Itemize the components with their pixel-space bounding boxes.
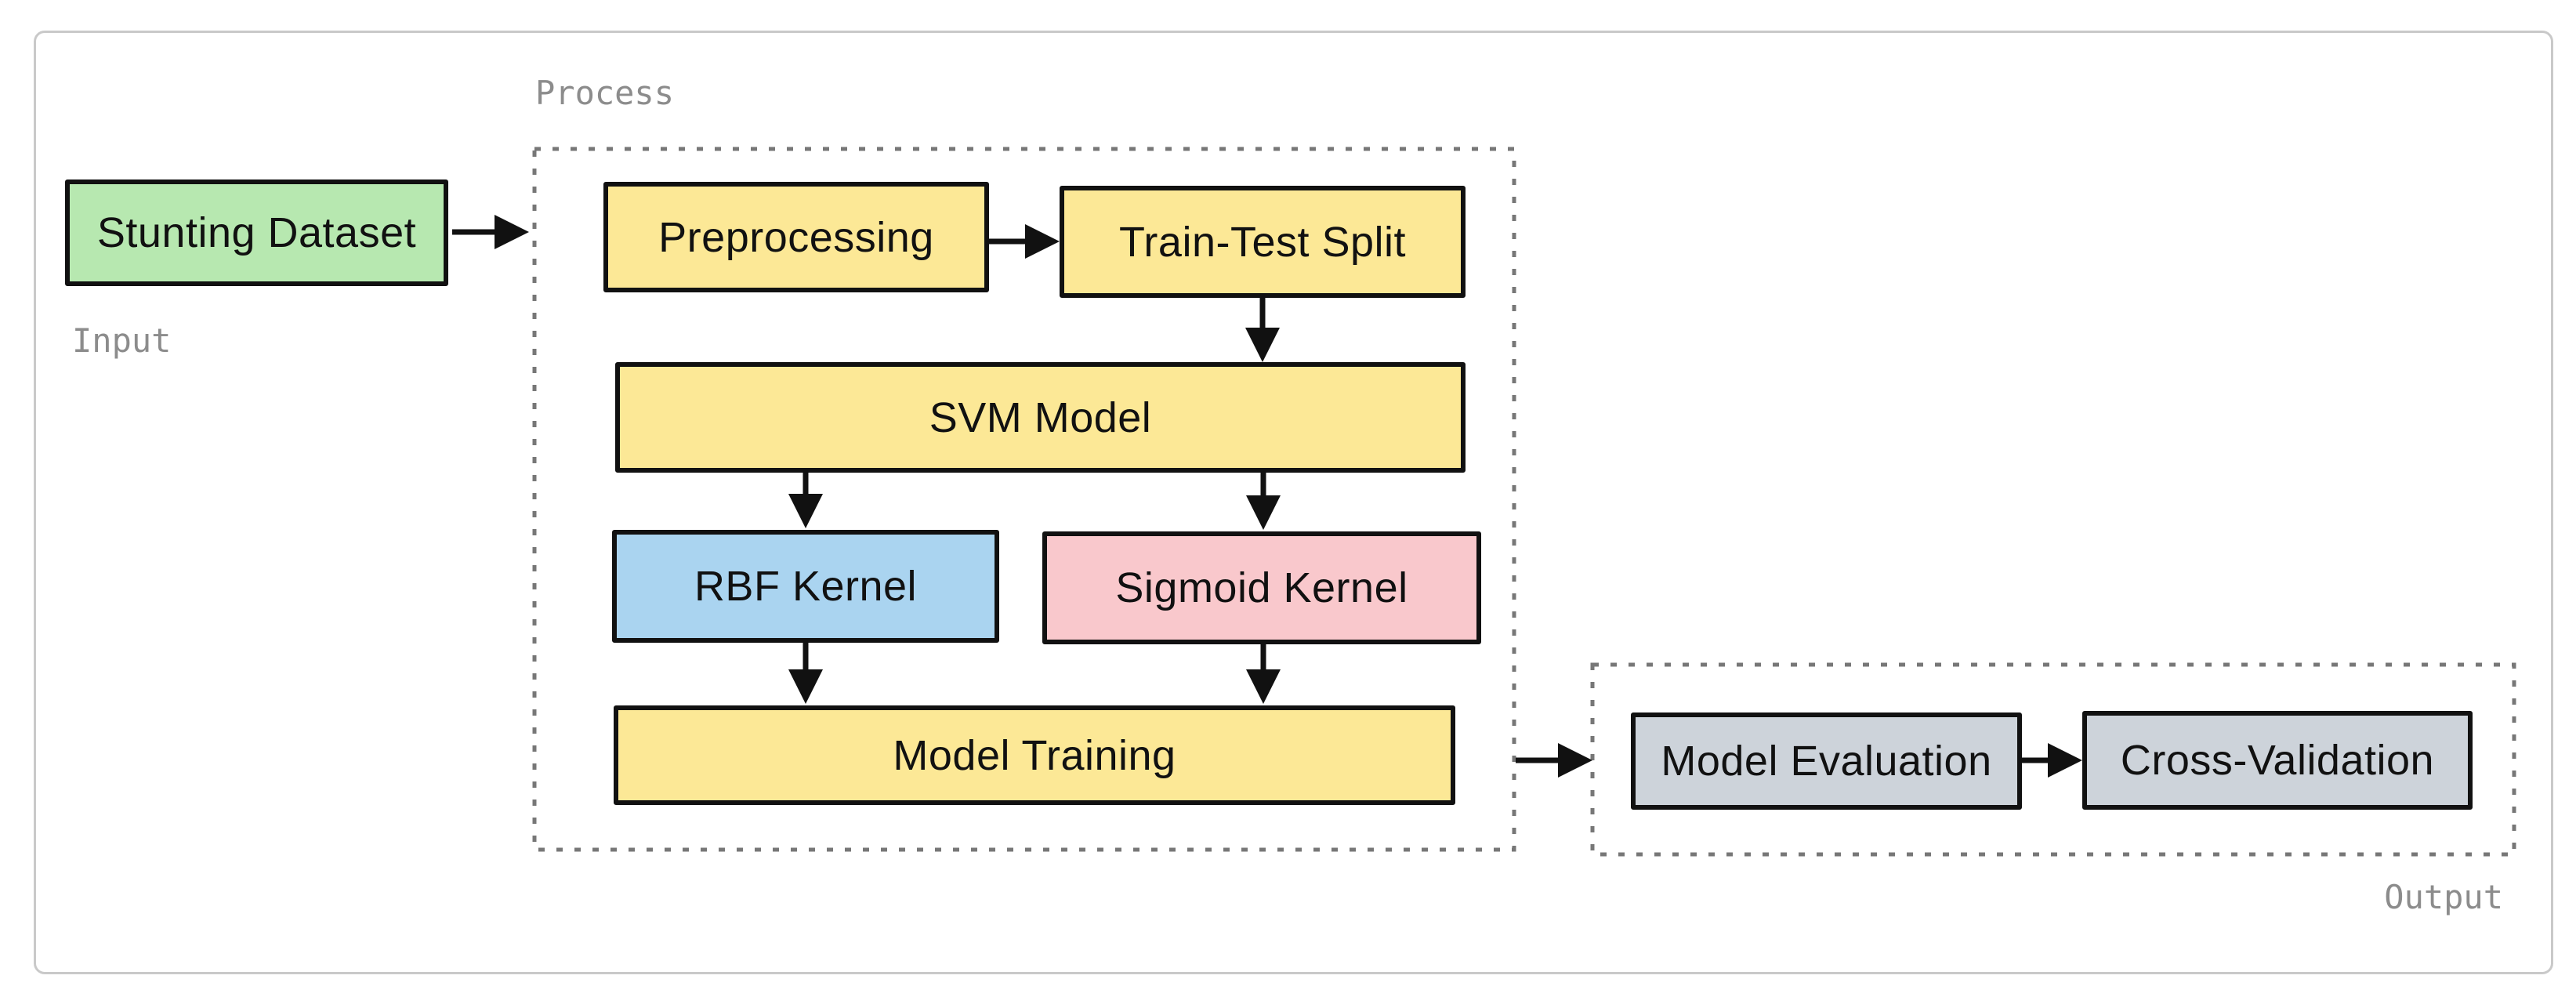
node-train-test-split-label: Train-Test Split	[1118, 218, 1407, 266]
arrow-stunting-to-process	[452, 215, 529, 249]
node-model-evaluation: Model Evaluation	[1631, 712, 2022, 810]
input-group-label: Input	[72, 321, 172, 360]
node-sigmoid-kernel: Sigmoid Kernel	[1042, 531, 1481, 644]
node-sigmoid-kernel-label: Sigmoid Kernel	[1115, 564, 1408, 611]
node-model-evaluation-label: Model Evaluation	[1661, 738, 1992, 785]
node-svm-model: SVM Model	[615, 362, 1466, 473]
arrow-evaluation-to-crossval	[2022, 743, 2082, 778]
arrow-svm-to-sigmoid	[1246, 473, 1281, 530]
node-train-test-split: Train-Test Split	[1060, 186, 1466, 298]
node-model-training: Model Training	[614, 705, 1455, 805]
outer-frame	[34, 31, 2553, 974]
node-cross-validation-label: Cross-Validation	[2120, 737, 2435, 784]
arrow-rbf-to-training	[788, 643, 823, 704]
arrow-process-to-output	[1516, 743, 1592, 778]
process-group-label: Process	[535, 74, 675, 112]
arrow-svm-to-rbf	[788, 473, 823, 528]
node-model-training-label: Model Training	[893, 731, 1176, 779]
node-rbf-kernel: RBF Kernel	[612, 530, 999, 643]
arrow-traintest-to-svm	[1245, 298, 1280, 362]
node-preprocessing-label: Preprocessing	[658, 213, 934, 261]
node-preprocessing: Preprocessing	[603, 182, 989, 292]
node-stunting-dataset-label: Stunting Dataset	[96, 209, 417, 256]
node-stunting-dataset: Stunting Dataset	[65, 179, 448, 286]
output-group-label: Output	[2384, 878, 2503, 916]
arrow-preprocessing-to-traintest	[989, 224, 1060, 259]
arrow-sigmoid-to-training	[1246, 644, 1281, 704]
output-group-border	[1590, 662, 2516, 857]
node-rbf-kernel-label: RBF Kernel	[694, 563, 918, 610]
node-svm-model-label: SVM Model	[929, 393, 1152, 441]
process-group-border	[532, 147, 1516, 852]
node-cross-validation: Cross-Validation	[2082, 711, 2473, 810]
